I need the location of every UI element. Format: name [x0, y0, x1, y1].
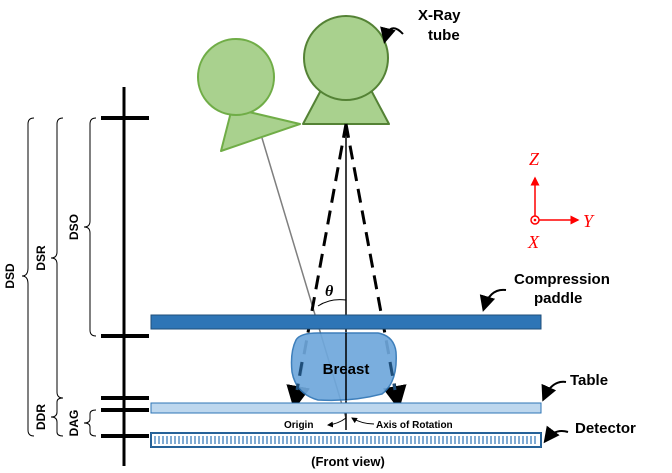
label-dsr: DSR	[34, 245, 48, 271]
label-detector: Detector	[575, 420, 636, 437]
beam-left	[286, 123, 348, 410]
label-xray-tube-line1: X-Ray	[418, 7, 461, 24]
beam-right-over-breast	[388, 361, 397, 391]
label-compression-paddle-line2: paddle	[534, 290, 582, 307]
bracket-ddr	[50, 397, 64, 437]
compression-paddle	[150, 314, 542, 330]
label-dsd: DSD	[3, 263, 17, 289]
bracket-dsr	[50, 117, 64, 399]
label-breast: Breast	[323, 361, 370, 378]
label-axis-of-rotation: Axis of Rotation	[376, 420, 453, 431]
label-compression-paddle-line1: Compression	[514, 271, 610, 288]
label-xray-tube-line2: tube	[428, 27, 460, 44]
xray-tube	[302, 15, 390, 125]
theta-arc	[317, 299, 347, 307]
label-dso: DSO	[67, 214, 81, 240]
coordinate-axes: Z Y X	[527, 149, 595, 252]
label-ddr: DDR	[34, 404, 48, 430]
label-theta: θ	[325, 283, 334, 300]
xray-tube-rotated	[197, 38, 301, 152]
axis-of-rotation-arrow	[351, 417, 375, 425]
label-y-axis: Y	[583, 211, 595, 231]
breast	[290, 332, 397, 402]
paddle-callout	[479, 288, 507, 312]
table-callout	[541, 380, 567, 402]
label-front-view: (Front view)	[311, 454, 385, 469]
origin-arrow	[327, 417, 347, 428]
label-table: Table	[570, 372, 608, 389]
bracket-dag	[83, 409, 97, 437]
bracket-dso	[83, 117, 97, 337]
detector-callout	[543, 425, 569, 444]
beam-left-over-breast	[295, 361, 304, 391]
label-dag: DAG	[67, 410, 81, 437]
beam-right	[344, 123, 407, 410]
label-origin: Origin	[284, 420, 313, 431]
bracket-dsd	[21, 117, 35, 437]
label-z-axis: Z	[529, 149, 540, 169]
xray-tube-callout	[380, 26, 404, 44]
detector	[150, 432, 542, 448]
table	[150, 402, 542, 414]
label-x-axis: X	[527, 232, 540, 252]
